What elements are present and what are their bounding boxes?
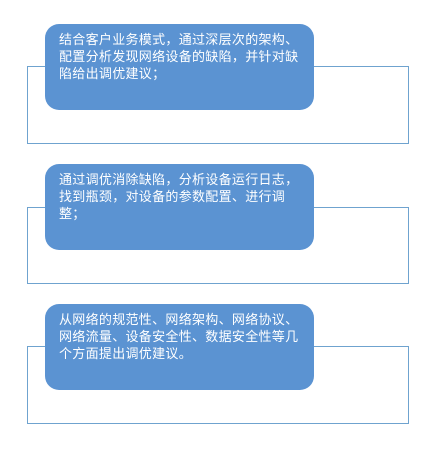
- step-3-text: 从网络的规范性、网络架构、网络协议、网络流量、设备安全性、数据安全性等几个方面提…: [59, 313, 299, 362]
- step-1-card: 结合客户业务模式，通过深层次的架构、配置分析发现网络设备的缺陷，并针对缺陷给出调…: [45, 24, 314, 110]
- step-2-card: 通过调优消除缺陷，分析设备运行日志，找到瓶颈，对设备的参数配置、进行调整；: [45, 164, 314, 250]
- step-3-card: 从网络的规范性、网络架构、网络协议、网络流量、设备安全性、数据安全性等几个方面提…: [45, 304, 314, 390]
- step-1-text: 结合客户业务模式，通过深层次的架构、配置分析发现网络设备的缺陷，并针对缺陷给出调…: [59, 33, 299, 82]
- step-2-text: 通过调优消除缺陷，分析设备运行日志，找到瓶颈，对设备的参数配置、进行调整；: [59, 173, 299, 222]
